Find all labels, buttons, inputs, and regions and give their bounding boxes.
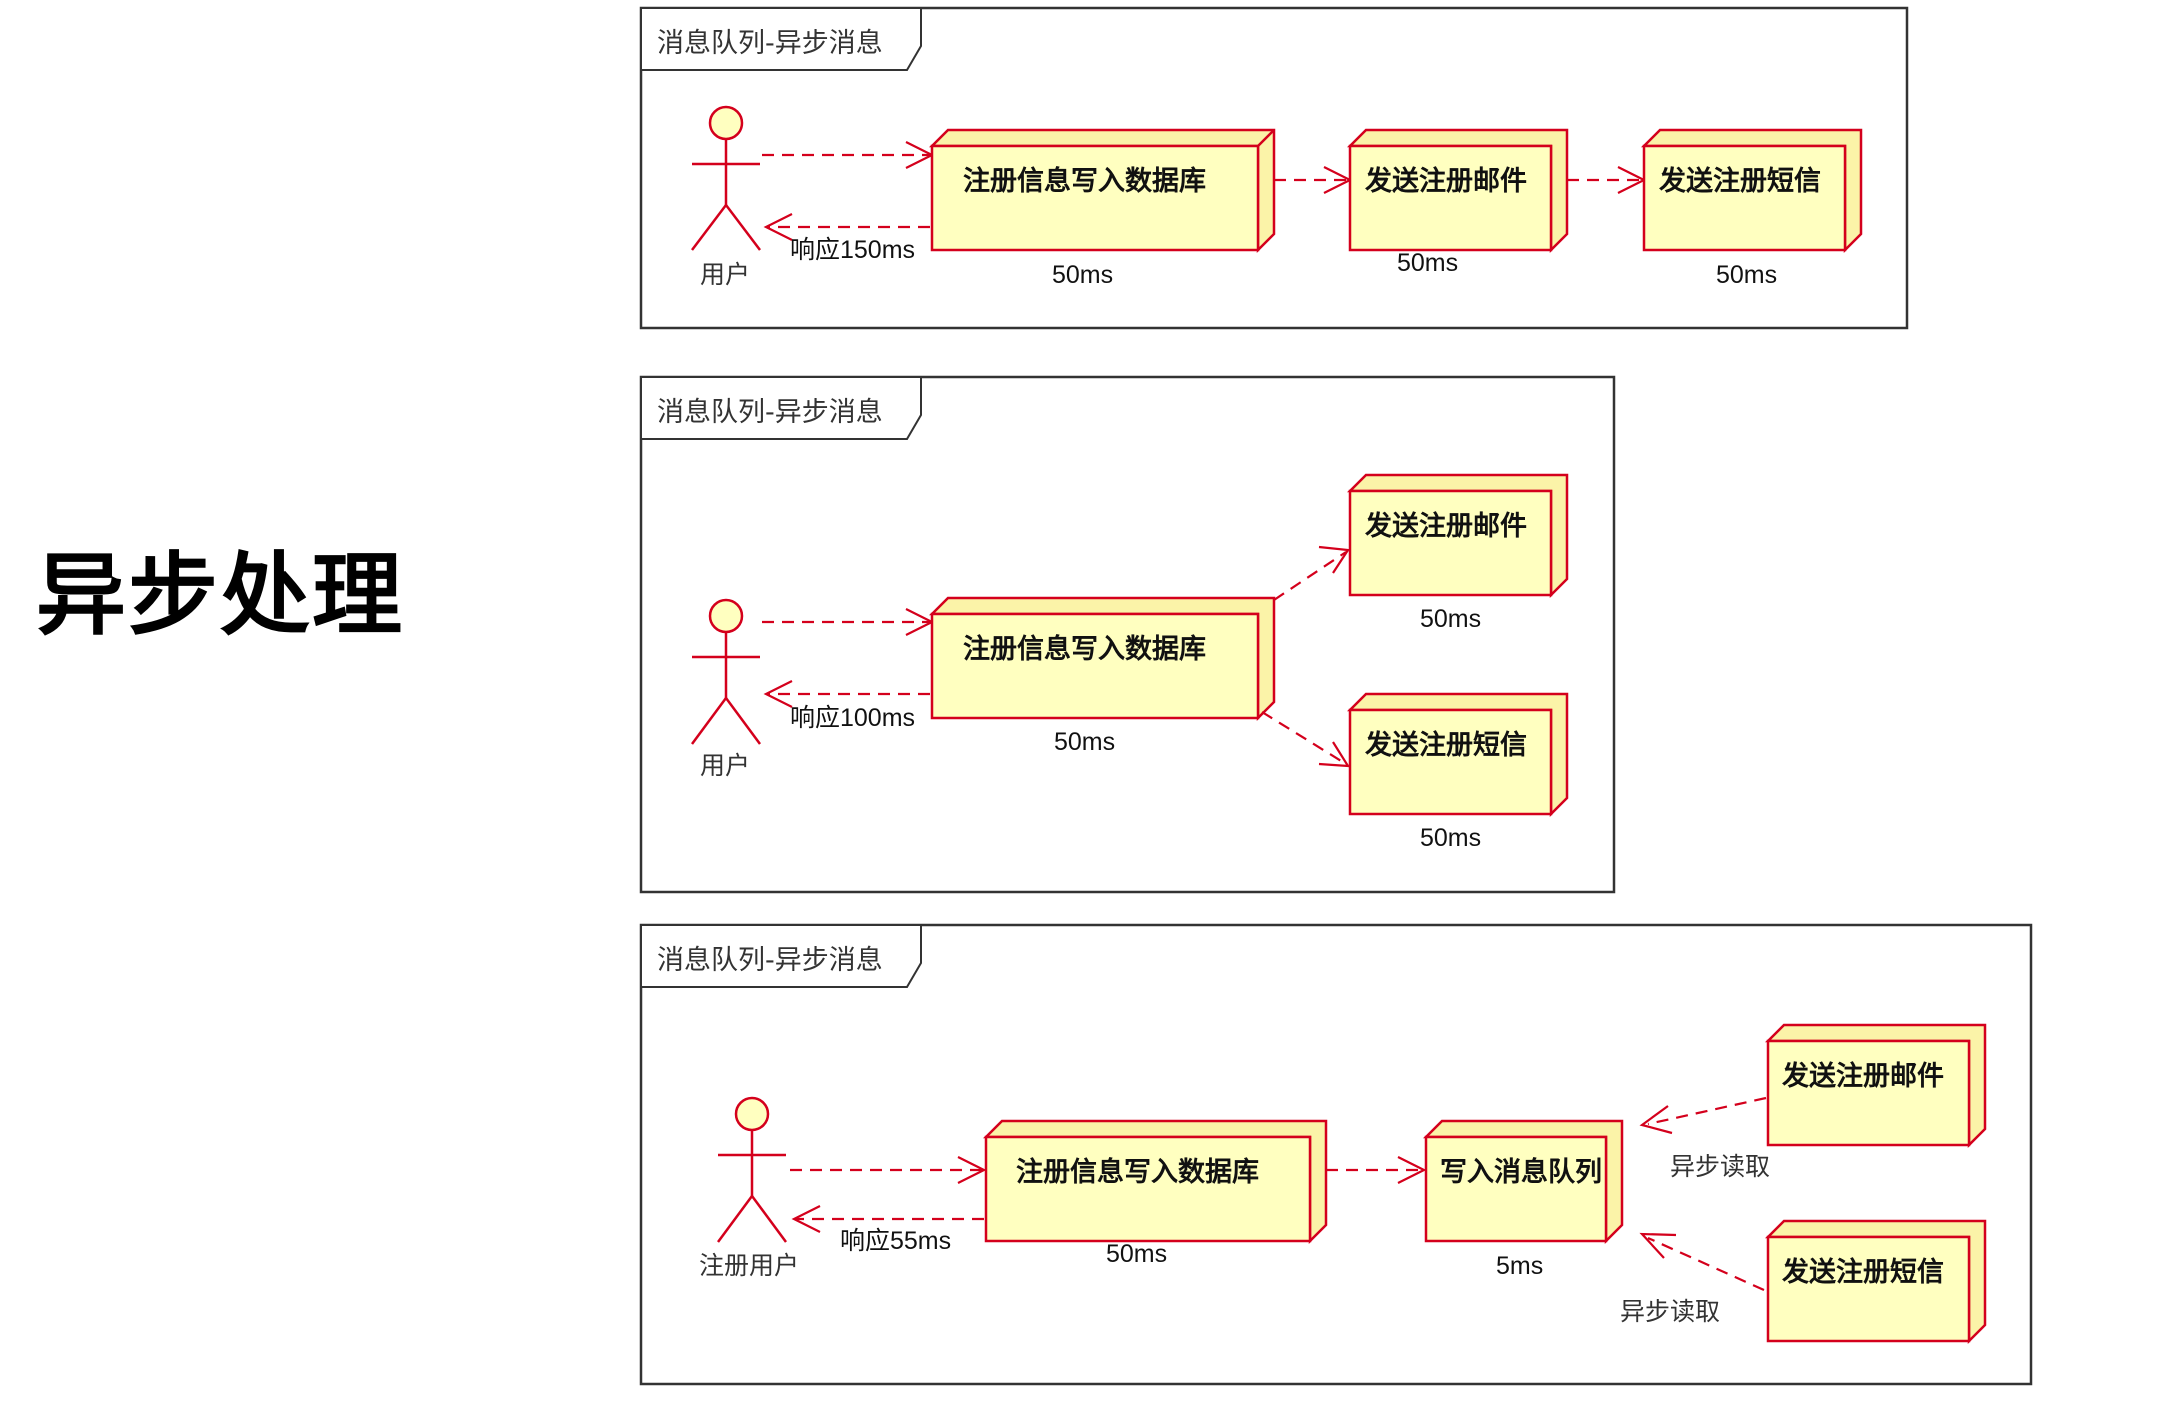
node-time: 50ms bbox=[1420, 824, 1481, 852]
node-label: 注册信息写入数据库 bbox=[963, 165, 1206, 197]
node-box: 注册信息写入数据库 bbox=[982, 1119, 1328, 1245]
actor-label: 用户 bbox=[700, 751, 750, 780]
actor-user: 用户 bbox=[690, 598, 762, 780]
actor-user: 注册用户 bbox=[699, 1096, 799, 1280]
actor-head-icon bbox=[708, 598, 744, 634]
frame-label: 消息队列-异步消息 bbox=[657, 397, 883, 428]
arrowhead-icon bbox=[791, 1205, 821, 1233]
arrowhead-icon bbox=[1318, 741, 1351, 768]
actor-label: 用户 bbox=[700, 260, 750, 289]
arrowhead-icon bbox=[1318, 545, 1350, 574]
node-time: 50ms bbox=[1106, 1240, 1167, 1268]
async-read-arrow bbox=[1647, 1096, 1767, 1126]
node-box: 发送注册邮件 bbox=[1346, 473, 1569, 599]
node-box: 写入消息队列 bbox=[1422, 1119, 1624, 1245]
node-label: 发送注册邮件 bbox=[1364, 510, 1527, 542]
async-note: 异步读取 bbox=[1670, 1152, 1770, 1181]
diagram-2: 消息队列-异步消息 用户 响应100ms 注册信息写入数据库 50ms 发送注册… bbox=[639, 375, 1616, 894]
node-box: 注册信息写入数据库 bbox=[928, 128, 1276, 254]
actor-user: 用户 bbox=[691, 105, 761, 289]
frame-label: 消息队列-异步消息 bbox=[657, 945, 883, 976]
async-note: 异步读取 bbox=[1620, 1297, 1720, 1326]
flow-arrow bbox=[1261, 711, 1347, 765]
node-label: 发送注册邮件 bbox=[1364, 165, 1527, 197]
node-label: 注册信息写入数据库 bbox=[1016, 1156, 1259, 1188]
node-time: 50ms bbox=[1420, 605, 1481, 633]
diagram-3: 消息队列-异步消息 注册用户 响应55ms 注册信息写入数据库 50ms 写入消… bbox=[639, 923, 2033, 1386]
arrowhead-icon bbox=[1397, 1156, 1427, 1184]
response-label: 响应150ms bbox=[790, 236, 915, 264]
actor-head-icon bbox=[708, 105, 744, 141]
response-label: 响应55ms bbox=[840, 1227, 951, 1255]
node-box: 发送注册邮件 bbox=[1346, 128, 1569, 254]
frame-label: 消息队列-异步消息 bbox=[657, 28, 883, 59]
actor-label: 注册用户 bbox=[699, 1251, 799, 1280]
node-box: 注册信息写入数据库 bbox=[928, 596, 1276, 722]
node-time: 50ms bbox=[1054, 728, 1115, 756]
slide-title: 异步处理 bbox=[36, 543, 404, 648]
frame-tab bbox=[640, 924, 922, 988]
arrowhead-icon bbox=[763, 680, 793, 708]
node-label: 发送注册短信 bbox=[1658, 165, 1821, 197]
node-box: 发送注册邮件 bbox=[1764, 1023, 1987, 1149]
node-box: 发送注册短信 bbox=[1764, 1219, 1987, 1345]
async-read-arrow bbox=[1647, 1236, 1765, 1292]
node-box: 发送注册短信 bbox=[1346, 692, 1569, 818]
node-label: 注册信息写入数据库 bbox=[963, 633, 1206, 665]
arrowhead-icon bbox=[763, 213, 793, 241]
arrowhead-icon bbox=[1639, 1232, 1677, 1259]
frame-tab bbox=[640, 376, 922, 440]
node-time: 5ms bbox=[1496, 1252, 1543, 1280]
node-box: 发送注册短信 bbox=[1640, 128, 1863, 254]
flow-arrow bbox=[1273, 551, 1347, 601]
actor-head-icon bbox=[734, 1096, 770, 1132]
arrowhead-icon bbox=[1639, 1105, 1673, 1135]
frame-tab bbox=[640, 7, 922, 71]
diagram-1: 消息队列-异步消息 用户 响应150ms 注册信息写入数据库 50ms bbox=[639, 6, 1909, 330]
response-label: 响应100ms bbox=[790, 704, 915, 732]
node-time: 50ms bbox=[1052, 261, 1113, 289]
node-label: 写入消息队列 bbox=[1440, 1156, 1602, 1188]
node-time: 50ms bbox=[1716, 261, 1777, 289]
node-time: 50ms bbox=[1397, 249, 1458, 277]
node-label: 发送注册短信 bbox=[1781, 1256, 1944, 1288]
node-label: 发送注册邮件 bbox=[1781, 1060, 1944, 1092]
node-label: 发送注册短信 bbox=[1364, 729, 1527, 761]
arrowhead-icon bbox=[957, 1156, 987, 1184]
